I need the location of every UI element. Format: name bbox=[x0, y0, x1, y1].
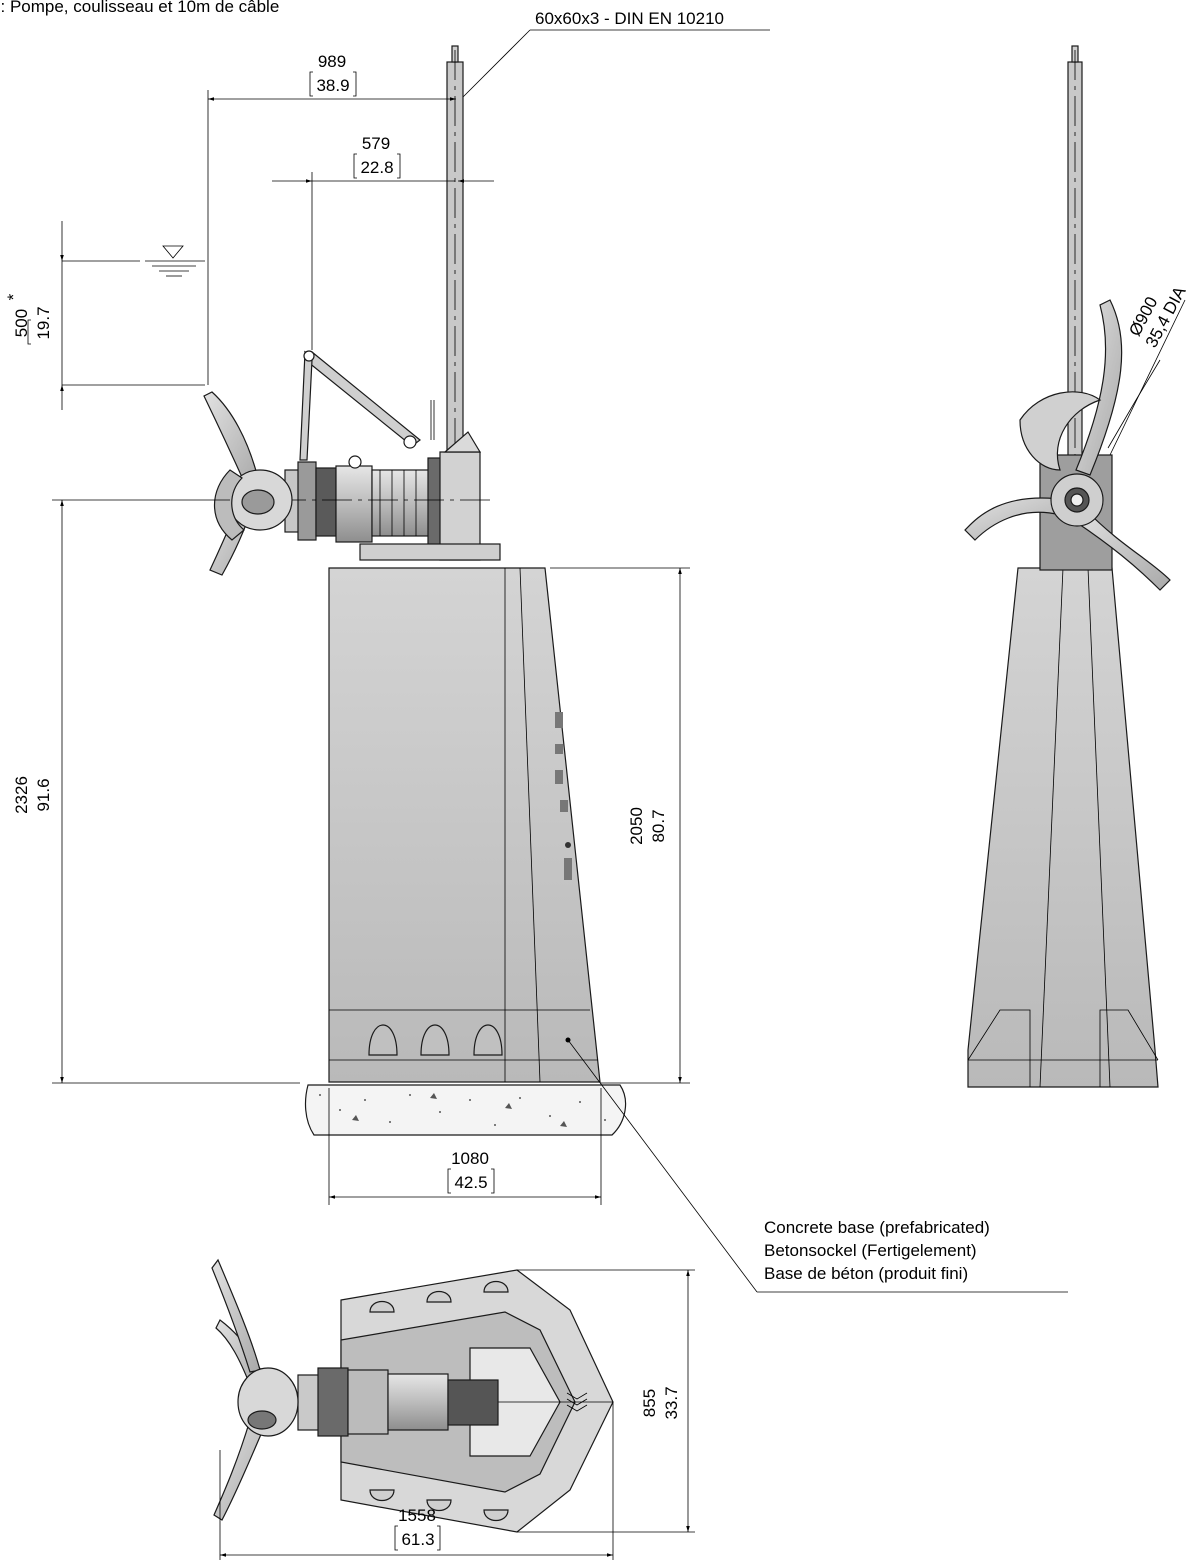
rail-spec-text: 60x60x3 - DIN EN 10210 bbox=[535, 9, 724, 28]
guide-rail bbox=[446, 45, 464, 453]
dim-579-inch: 22.8 bbox=[360, 158, 393, 177]
dimension-989: 989 38.9 bbox=[207, 52, 456, 385]
dim-2050-value: 2050 bbox=[627, 807, 646, 845]
dim-2326-value: 2326 bbox=[12, 776, 31, 814]
dim-579-value: 579 bbox=[362, 134, 390, 153]
dim-2326-inch: 91.6 bbox=[34, 778, 53, 811]
dimension-579: 579 22.8 bbox=[272, 134, 494, 350]
dim-1558-value: 1558 bbox=[398, 1506, 436, 1525]
dim-1558-inch: 61.3 bbox=[401, 1530, 434, 1549]
dim-500-mark: * bbox=[4, 293, 23, 300]
dimension-diameter: Ø900 35,4 DIA bbox=[1109, 283, 1190, 456]
dimension-1080: 1080 42.5 bbox=[328, 1088, 602, 1205]
concrete-base-callout: Concrete base (prefabricated) Betonsocke… bbox=[565, 1037, 1068, 1293]
dim-989-inch: 38.9 bbox=[316, 76, 349, 95]
dimension-2326: 2326 91.6 bbox=[12, 499, 300, 1084]
dimension-855: 855 33.7 bbox=[517, 1269, 695, 1533]
dimension-2050: 2050 80.7 bbox=[550, 567, 690, 1084]
dim-500-inch: 19.7 bbox=[34, 306, 53, 339]
dim-989-value: 989 bbox=[318, 52, 346, 71]
header-note: s: Pompe, coulisseau et 10m de câble bbox=[0, 0, 279, 16]
propeller-side bbox=[203, 391, 293, 576]
callout-line-3: Base de béton (produit fini) bbox=[764, 1264, 968, 1283]
front-view bbox=[964, 45, 1171, 1088]
water-level-icon bbox=[145, 245, 205, 277]
dim-500-value: 500 bbox=[12, 309, 31, 337]
dim-855-inch: 33.7 bbox=[662, 1386, 681, 1419]
rail-spec-label: 60x60x3 - DIN EN 10210 bbox=[462, 9, 770, 98]
lifting-bracket bbox=[299, 350, 435, 461]
motor-housing bbox=[230, 431, 501, 561]
dimension-500: 500 * 19.7 bbox=[4, 221, 205, 410]
side-view bbox=[145, 45, 627, 1136]
top-view bbox=[211, 1258, 614, 1533]
dim-1080-value: 1080 bbox=[451, 1149, 489, 1168]
dim-855-value: 855 bbox=[640, 1389, 659, 1417]
dim-1080-inch: 42.5 bbox=[454, 1173, 487, 1192]
ground-concrete bbox=[304, 1084, 627, 1136]
callout-line-1: Concrete base (prefabricated) bbox=[764, 1218, 990, 1237]
dimension-1558: 1558 61.3 bbox=[219, 1402, 614, 1560]
dim-2050-inch: 80.7 bbox=[649, 809, 668, 842]
callout-line-2: Betonsockel (Fertigelement) bbox=[764, 1241, 977, 1260]
concrete-base-side bbox=[328, 567, 601, 1083]
